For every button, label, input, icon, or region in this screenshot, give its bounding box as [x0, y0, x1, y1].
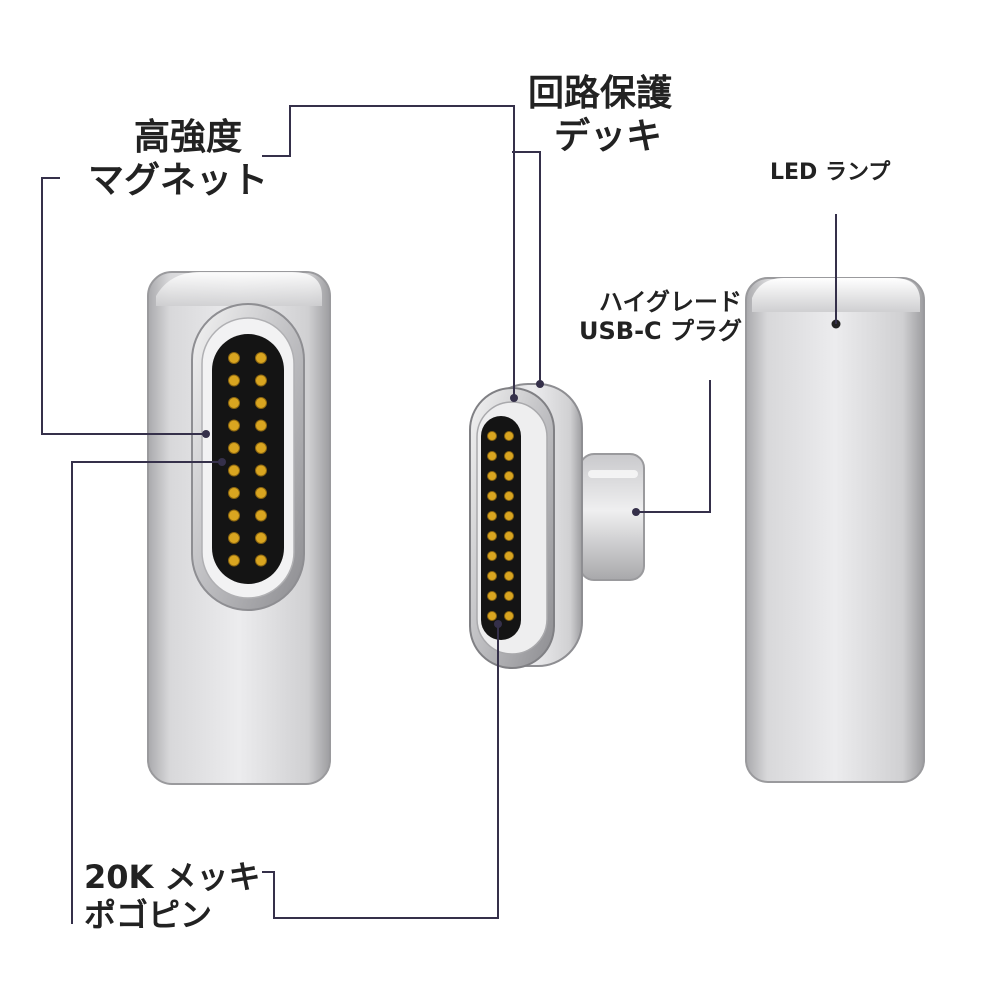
pogo-pin — [228, 532, 240, 544]
pogo-pin — [487, 431, 497, 441]
pogo-pin — [487, 491, 497, 501]
pogo-pin — [487, 571, 497, 581]
pogo-pin — [504, 511, 514, 521]
pogo-pin — [228, 374, 240, 387]
pogo-pin — [504, 611, 514, 621]
label-high-grade-usbc-plug: ハイグレード USB-C プラグ — [572, 288, 742, 346]
pogo-pin — [255, 397, 267, 409]
right-adapter-side — [745, 277, 925, 783]
pogo-pin — [255, 419, 267, 432]
pogo-pins-middle — [487, 431, 514, 621]
label-line: 回路保護 — [528, 73, 673, 114]
pogo-pin — [504, 531, 514, 541]
pogo-pin — [504, 491, 514, 501]
label-circuit-protection-deck: 回路保護 デッキ — [528, 72, 672, 158]
pogo-pin — [487, 451, 497, 461]
label-20k-plated-pogo-pins: 20K メッキ ポゴピン — [84, 858, 260, 935]
pogo-pin — [228, 487, 240, 499]
pogo-pin — [504, 451, 514, 461]
pogo-pin — [255, 532, 267, 544]
label-high-strength-magnet: 高強度 マグネット — [70, 116, 306, 202]
pogo-pin — [504, 471, 514, 481]
pogo-pin — [487, 591, 497, 601]
leader-dots — [202, 380, 640, 628]
pogo-pin — [228, 442, 240, 454]
label-line: ハイグレード — [598, 288, 742, 316]
label-line: 20K メッキ — [84, 858, 261, 896]
pogo-pin — [255, 374, 267, 387]
pogo-pin — [255, 509, 267, 522]
pogo-pin — [228, 464, 240, 477]
pogo-pin — [228, 509, 240, 522]
pogo-pin — [504, 591, 514, 601]
pogo-pin — [228, 554, 240, 567]
label-line: ポゴピン — [84, 896, 213, 935]
pogo-pin — [228, 419, 240, 432]
label-line: 高強度 — [133, 117, 242, 158]
label-line: マグネット — [88, 160, 269, 202]
pin-bed — [212, 334, 284, 584]
pogo-pin — [487, 511, 497, 521]
pogo-pin — [504, 551, 514, 561]
pogo-pin — [228, 352, 240, 364]
label-line: LED ランプ — [770, 160, 891, 185]
label-led-lamp: LED ランプ — [770, 160, 890, 186]
left-magnetic-adapter — [147, 271, 331, 785]
label-line: デッキ — [554, 116, 663, 158]
middle-usbc-adapter — [469, 383, 645, 669]
pogo-pin — [487, 531, 497, 541]
label-line: USB-C プラグ — [579, 316, 742, 345]
pogo-pin — [487, 611, 497, 621]
pogo-pin — [255, 352, 267, 364]
pogo-pins — [228, 352, 267, 567]
pogo-pin — [504, 571, 514, 581]
pogo-pin — [487, 471, 497, 481]
pogo-pin — [487, 551, 497, 561]
pogo-pin — [228, 397, 240, 409]
pogo-pin — [255, 464, 267, 477]
pogo-pin — [504, 431, 514, 441]
pogo-pin — [255, 554, 267, 567]
leader-lines — [41, 105, 837, 924]
pogo-pin — [255, 487, 267, 499]
pogo-pin — [255, 442, 267, 454]
